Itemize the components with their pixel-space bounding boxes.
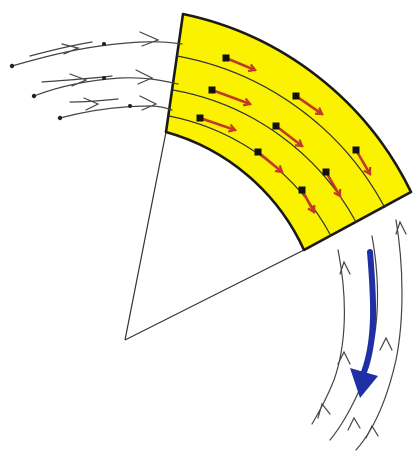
- particle-dot-icon: [102, 76, 106, 80]
- particle-dot-icon: [102, 42, 106, 46]
- radius-line-lower: [125, 250, 304, 340]
- particle-dot-icon: [299, 187, 306, 194]
- chevron-icon: [318, 404, 330, 418]
- annular-sector: [166, 14, 411, 250]
- chevron-icon: [140, 32, 158, 46]
- incoming-streamlines: [12, 32, 182, 118]
- particle-dot-icon: [255, 149, 262, 156]
- outgoing-streamline-inner: [312, 250, 344, 424]
- particle-dot-icon: [323, 169, 330, 176]
- incoming-streamline-low-b: [70, 99, 118, 102]
- chevron-icon: [140, 96, 156, 110]
- particle-dot-icon: [128, 104, 132, 108]
- particle-dot-icon: [353, 147, 360, 154]
- particle-dot-icon: [273, 123, 280, 130]
- flow-arrow-head-icon: [350, 368, 378, 398]
- radius-line-upper: [125, 132, 166, 340]
- particle-dot-icon: [197, 115, 204, 122]
- chevron-icon: [348, 418, 360, 430]
- particle-dot-icon: [223, 55, 230, 62]
- particle-dot-icon: [10, 64, 14, 68]
- particle-dot-icon: [32, 94, 36, 98]
- chevron-icon: [380, 338, 392, 350]
- particle-dot-icon: [209, 87, 216, 94]
- outgoing-streamline-outer: [356, 220, 402, 450]
- incoming-streamline-low: [60, 106, 172, 118]
- particle-dot-icon: [58, 116, 62, 120]
- chevron-icon: [84, 98, 98, 110]
- chevron-icon: [136, 70, 152, 84]
- outgoing-streamlines: [312, 220, 406, 450]
- particle-dot-icon: [293, 93, 300, 100]
- curved-flow-arrow-icon: [364, 252, 373, 372]
